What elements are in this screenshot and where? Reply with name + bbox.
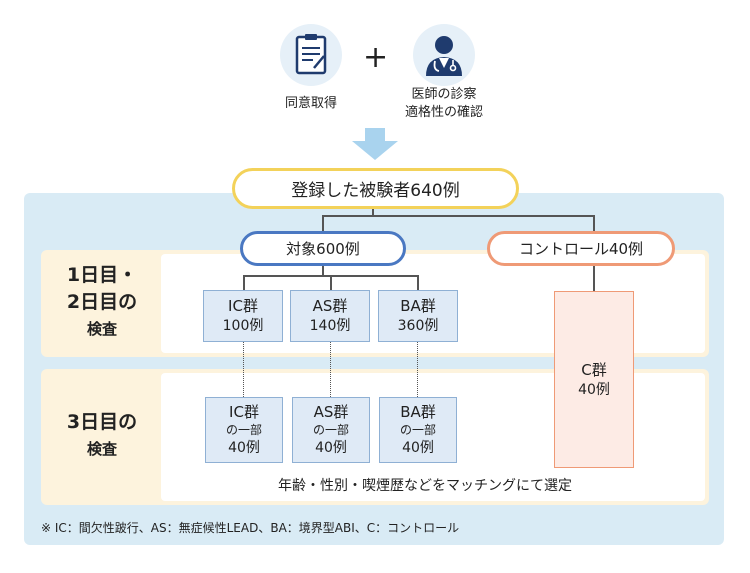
down-arrow <box>352 128 398 160</box>
registered-subjects: 登録した被験者640例 <box>232 168 519 209</box>
connector-registered-down <box>372 206 374 216</box>
ic-subset-title: IC群 <box>229 403 259 421</box>
doctor-icon-circle <box>413 24 475 86</box>
as-subset-title: AS群 <box>313 403 349 421</box>
ba-group-box: BA群 360例 <box>378 290 458 342</box>
connector-to-control <box>593 215 595 232</box>
connector-to-ic <box>243 275 245 290</box>
day3-label-line2: 検査 <box>86 440 117 458</box>
ba-group-title: BA群 <box>400 297 436 315</box>
ic-subset-sub: の一部 <box>225 423 262 437</box>
ic-subset-count: 40例 <box>228 440 260 456</box>
consent-label: 同意取得 <box>284 96 337 111</box>
day12-label-line3: 検査 <box>86 320 117 338</box>
ic-group-count: 100例 <box>222 318 264 334</box>
day3-label-line1: 3日目の <box>66 411 138 433</box>
connector-to-as <box>330 275 332 290</box>
as-group-box: AS群 140例 <box>290 290 370 342</box>
matching-note: 年齢・性別・喫煙歴などをマッチングにて選定 <box>278 478 572 494</box>
doctor-label-line1: 医師の診察 <box>411 87 477 102</box>
ba-subset-count: 40例 <box>402 440 434 456</box>
control-group-title: C群 <box>581 360 607 379</box>
dotted-connector-ba <box>417 342 418 397</box>
day3-label: 3日目の 検査 <box>46 409 158 463</box>
as-subset-box: AS群 の一部 40例 <box>292 397 370 463</box>
consent-icon-circle <box>280 24 342 86</box>
clipboard-icon <box>295 34 327 75</box>
registered-subjects-label: 登録した被験者640例 <box>291 181 460 201</box>
target-subjects: 対象600例 <box>240 231 406 266</box>
connector-control-down <box>593 264 595 291</box>
doctor-icon <box>426 36 462 76</box>
abbreviation-footnote: ※ IC：間欠性跛行、AS：無症候性LEAD、BA：境界型ABI、C：コントロー… <box>41 521 460 535</box>
ba-group-count: 360例 <box>397 318 439 334</box>
ic-group-title: IC群 <box>228 297 258 315</box>
target-subjects-label: 対象600例 <box>286 240 360 258</box>
ba-subset-title: BA群 <box>400 403 436 421</box>
connector-to-ba <box>417 275 419 290</box>
dotted-connector-as <box>330 342 331 397</box>
control-subjects: コントロール40例 <box>487 231 675 266</box>
plus-sign: + <box>363 40 389 75</box>
as-group-count: 140例 <box>309 318 351 334</box>
connector-target-down <box>322 264 324 276</box>
control-subjects-label: コントロール40例 <box>518 240 644 258</box>
doctor-label-line2: 適格性の確認 <box>404 105 483 120</box>
ba-subset-sub: の一部 <box>399 423 436 437</box>
as-subset-count: 40例 <box>315 440 347 456</box>
dotted-connector-ic <box>243 342 244 397</box>
ic-group-box: IC群 100例 <box>203 290 283 342</box>
ba-subset-box: BA群 の一部 40例 <box>379 397 457 463</box>
connector-top-horizontal <box>322 215 594 217</box>
as-subset-sub: の一部 <box>312 423 349 437</box>
control-group-count: 40例 <box>578 381 610 398</box>
control-group-box: C群 40例 <box>554 291 634 468</box>
connector-to-target <box>322 215 324 232</box>
ic-subset-box: IC群 の一部 40例 <box>205 397 283 463</box>
day12-label-line1: 1日目・ <box>66 264 138 286</box>
as-group-title: AS群 <box>312 297 348 315</box>
day12-label-line2: 2日目の <box>66 291 138 313</box>
day12-label: 1日目・ 2日目の 検査 <box>46 262 158 343</box>
